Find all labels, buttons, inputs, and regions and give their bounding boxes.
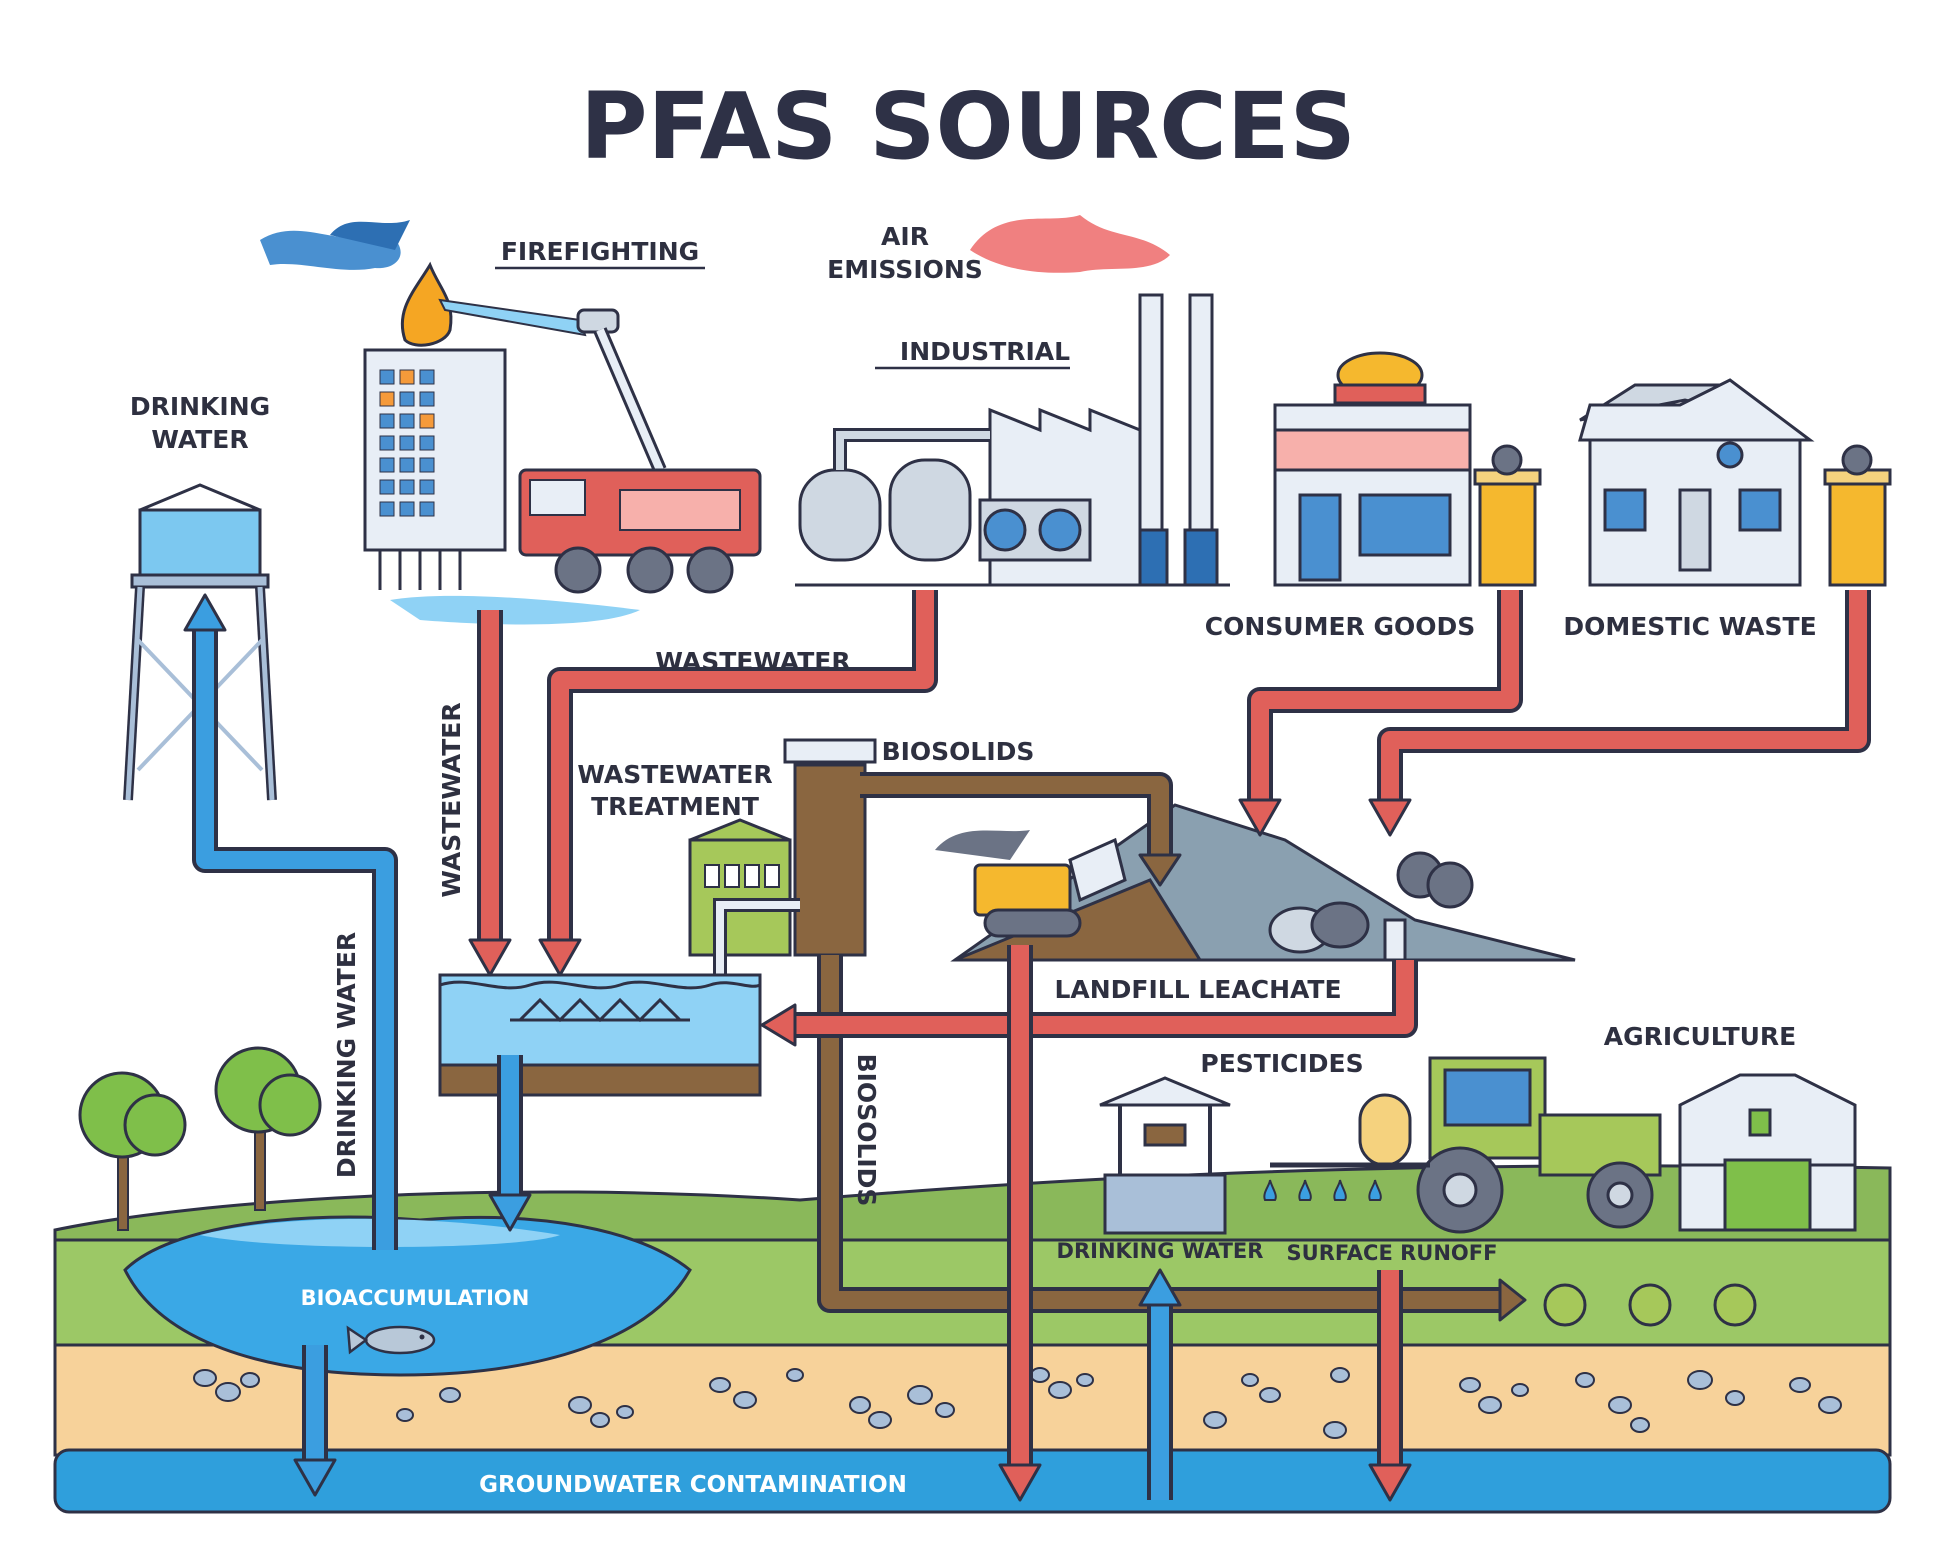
well-icon — [1099, 1076, 1231, 1235]
landfill-icon — [950, 803, 1576, 962]
bulldozer-icon — [935, 830, 1127, 938]
label-drinking-water-tower-1: DRINKING — [130, 392, 270, 421]
shop-icon — [1273, 351, 1472, 587]
label-wastewater-top: WASTEWATER — [655, 647, 850, 676]
label-firefighting: FIREFIGHTING — [501, 237, 699, 266]
groundwater-band — [53, 1448, 1892, 1514]
label-biosolids-top: BIOSOLIDS — [882, 737, 1035, 766]
tree-icon — [78, 1071, 187, 1231]
label-consumer-goods: CONSUMER GOODS — [1205, 612, 1476, 641]
cabbage-icon — [1543, 1283, 1757, 1327]
flow-arrows — [183, 590, 1871, 1502]
tractor-icon — [1263, 1056, 1662, 1234]
lake-water — [123, 1215, 692, 1377]
label-drinking-water-vertical: DRINKING WATER — [332, 932, 361, 1178]
barn-icon — [1678, 1073, 1857, 1232]
label-domestic-waste: DOMESTIC WASTE — [1563, 612, 1816, 641]
label-air-emissions-1: AIR — [881, 222, 929, 251]
label-drinking-water-tower-2: WATER — [151, 425, 248, 454]
label-biosolids-vertical: BIOSOLIDS — [852, 1054, 881, 1207]
page-title: PFAS SOURCES — [580, 73, 1356, 180]
label-industrial: INDUSTRIAL — [900, 337, 1070, 366]
label-pesticides: PESTICIDES — [1200, 1049, 1363, 1078]
flame-icon — [400, 261, 453, 347]
label-groundwater-contamination: GROUNDWATER CONTAMINATION — [479, 1472, 907, 1498]
label-air-emissions-2: EMISSIONS — [827, 255, 983, 284]
fire-truck-icon — [390, 298, 762, 625]
label-surface-runoff: SURFACE RUNOFF — [1287, 1241, 1498, 1265]
burning-building-icon — [260, 220, 507, 590]
label-wastewater-treatment-1: WASTEWATER — [577, 760, 772, 789]
label-leaders — [495, 266, 1070, 370]
label-drinking-water-well: DRINKING WATER — [1057, 1239, 1264, 1263]
pebbles — [193, 1367, 1842, 1439]
tree-icon — [214, 1046, 322, 1211]
house-icon — [1578, 378, 1815, 587]
label-bioaccumulation: BIOACCUMULATION — [301, 1286, 530, 1310]
fish-icon — [346, 1325, 436, 1355]
trash-bin-icon — [1823, 444, 1892, 587]
trash-bin-icon — [1473, 444, 1542, 587]
label-landfill-leachate: LANDFILL LEACHATE — [1054, 975, 1341, 1004]
label-agriculture: AGRICULTURE — [1604, 1022, 1797, 1051]
wastewater-treatment-plant — [438, 738, 877, 1097]
label-wastewater-treatment-2: TREATMENT — [591, 792, 759, 821]
factory-icon — [795, 215, 1230, 587]
label-wastewater-vertical: WASTEWATER — [437, 702, 466, 897]
